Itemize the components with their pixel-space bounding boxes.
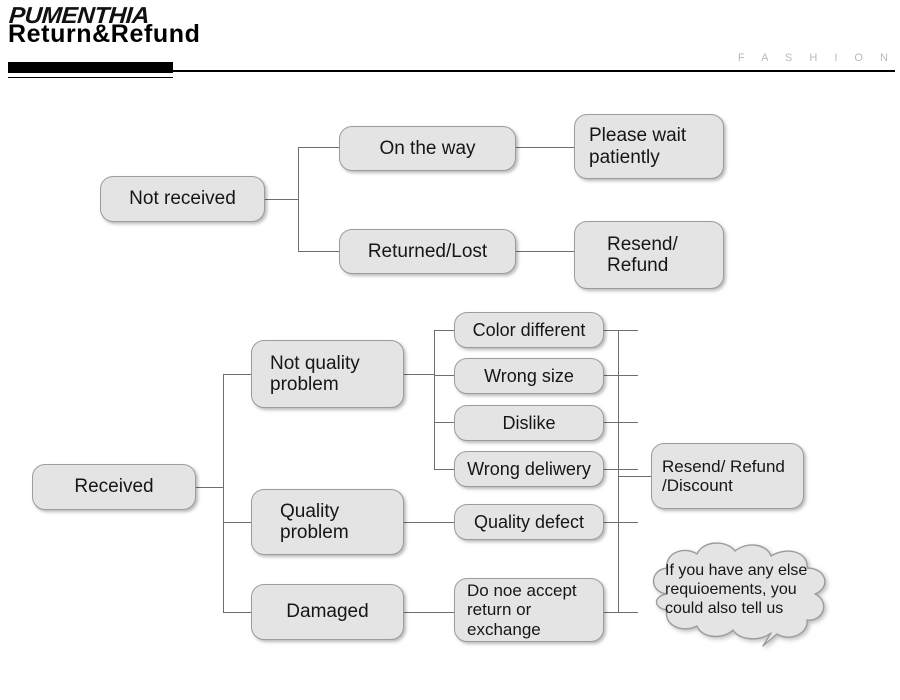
connector-to-not-quality (223, 374, 251, 375)
node-label: Not received (129, 188, 236, 210)
connector-to-damaged (223, 612, 251, 613)
node-label: Quality problem (280, 500, 349, 543)
node-label: Wrong deliwery (467, 458, 591, 479)
node-label: Color different (472, 319, 586, 340)
connector-color-out (604, 330, 638, 331)
connector-notreceived-bracket (298, 147, 299, 252)
connector-ontheway-to-wait (516, 147, 574, 148)
connector-to-dislike (434, 422, 454, 423)
node-wrong-deliwery[interactable]: Wrong deliwery (454, 451, 604, 487)
connector-size-out (604, 375, 638, 376)
node-returned-lost[interactable]: Returned/Lost (339, 229, 516, 274)
callout-text: If you have any else requioements, you c… (665, 562, 808, 617)
header-rule-hairline (8, 77, 173, 78)
node-dislike[interactable]: Dislike (454, 405, 604, 441)
connector-noaccept-out (604, 612, 638, 613)
node-label: Quality defect (473, 511, 585, 532)
connector-returnedlost-to-resend (516, 251, 574, 252)
node-label: Received (74, 476, 154, 498)
node-resend-refund-discount[interactable]: Resend/ Refund /Discount (651, 443, 804, 509)
node-damaged[interactable]: Damaged (251, 584, 404, 640)
node-wrong-size[interactable]: Wrong size (454, 358, 604, 394)
node-not-received[interactable]: Not received (100, 176, 265, 222)
node-on-the-way[interactable]: On the way (339, 126, 516, 171)
node-label: Do noe accept return or exchange (467, 581, 577, 639)
node-quality-defect[interactable]: Quality defect (454, 504, 604, 540)
connector-notreceived-stub (265, 199, 298, 200)
connector-to-wrong-deliwery (434, 469, 454, 470)
connector-deliwery-out (604, 469, 638, 470)
header-rule-thin (173, 70, 895, 72)
node-resend-refund[interactable]: Resend/ Refund (574, 221, 724, 289)
connector-quality-to-defect (404, 522, 454, 523)
connector-to-ontheway (298, 147, 339, 148)
connector-to-returnedlost (298, 251, 339, 252)
connector-dislike-out (604, 422, 638, 423)
connector-notquality-stub (404, 374, 434, 375)
node-label: Please wait patiently (589, 125, 687, 168)
connector-notquality-bracket (434, 330, 435, 469)
node-label: Dislike (502, 412, 556, 433)
node-quality-problem[interactable]: Quality problem (251, 489, 404, 555)
connector-to-quality (223, 522, 251, 523)
connector-damaged-to-noaccept (404, 612, 454, 613)
node-do-not-accept[interactable]: Do noe accept return or exchange (454, 578, 604, 642)
node-label: Resend/ Refund /Discount (662, 456, 785, 495)
cloud-shape-icon (652, 542, 826, 647)
node-label: Damaged (286, 601, 369, 623)
node-label: Returned/Lost (367, 240, 488, 262)
header-rule-thick (8, 62, 173, 73)
node-color-different[interactable]: Color different (454, 312, 604, 348)
node-label: Not quality problem (270, 352, 360, 395)
connector-merge-to-result (618, 476, 651, 477)
node-label: Resend/ Refund (607, 233, 678, 276)
callout-cloud[interactable]: If you have any else requioements, you c… (643, 540, 858, 660)
connector-merge-bracket (618, 330, 619, 612)
node-label: On the way (379, 137, 476, 159)
connector-to-wrong-size (434, 375, 454, 376)
node-not-quality-problem[interactable]: Not quality problem (251, 340, 404, 408)
connector-received-stub (196, 487, 223, 488)
brand-tagline: F A S H I O N (737, 52, 895, 64)
node-please-wait-patiently[interactable]: Please wait patiently (574, 114, 724, 179)
page-title: Return&Refund (8, 20, 201, 48)
node-received[interactable]: Received (32, 464, 196, 510)
node-label: Wrong size (484, 365, 574, 386)
connector-defect-out (604, 522, 638, 523)
connector-received-bracket (223, 374, 224, 612)
connector-to-color-different (434, 330, 454, 331)
